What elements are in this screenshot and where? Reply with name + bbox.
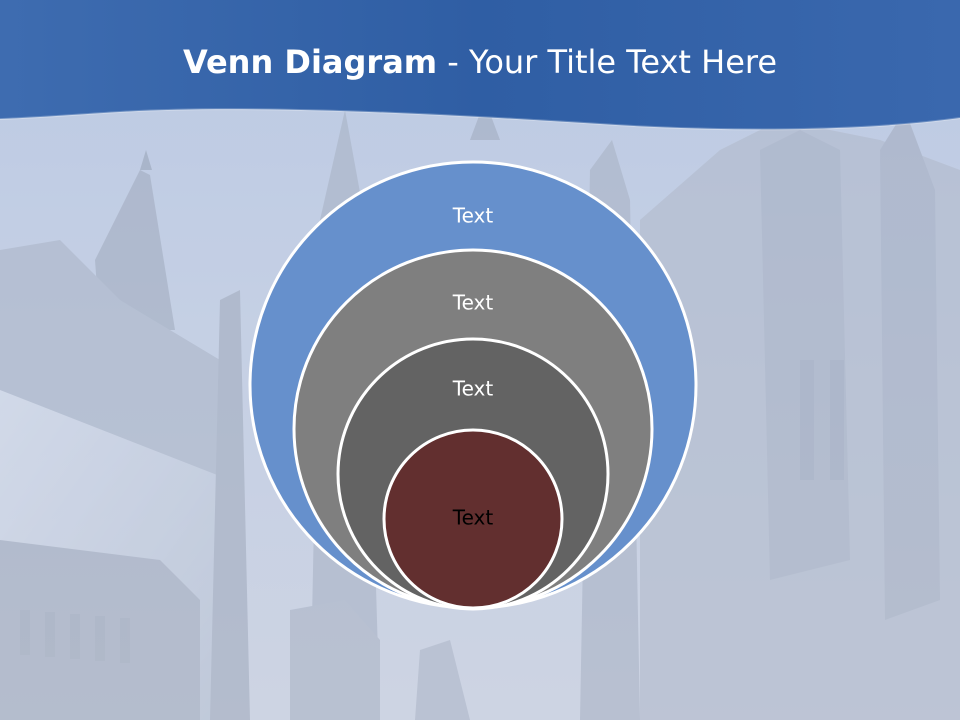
venn-circle-4-label: Text xyxy=(452,506,494,530)
header-band xyxy=(0,0,960,130)
title-rest: - Your Title Text Here xyxy=(437,43,778,81)
venn-circle-1-label: Text xyxy=(452,204,494,228)
venn-circle-3-label: Text xyxy=(452,377,494,401)
slide-title: Venn Diagram - Your Title Text Here xyxy=(0,40,960,84)
venn-circle-4 xyxy=(382,428,564,610)
venn-circle-2-label: Text xyxy=(452,291,494,315)
title-bold: Venn Diagram xyxy=(182,43,438,81)
